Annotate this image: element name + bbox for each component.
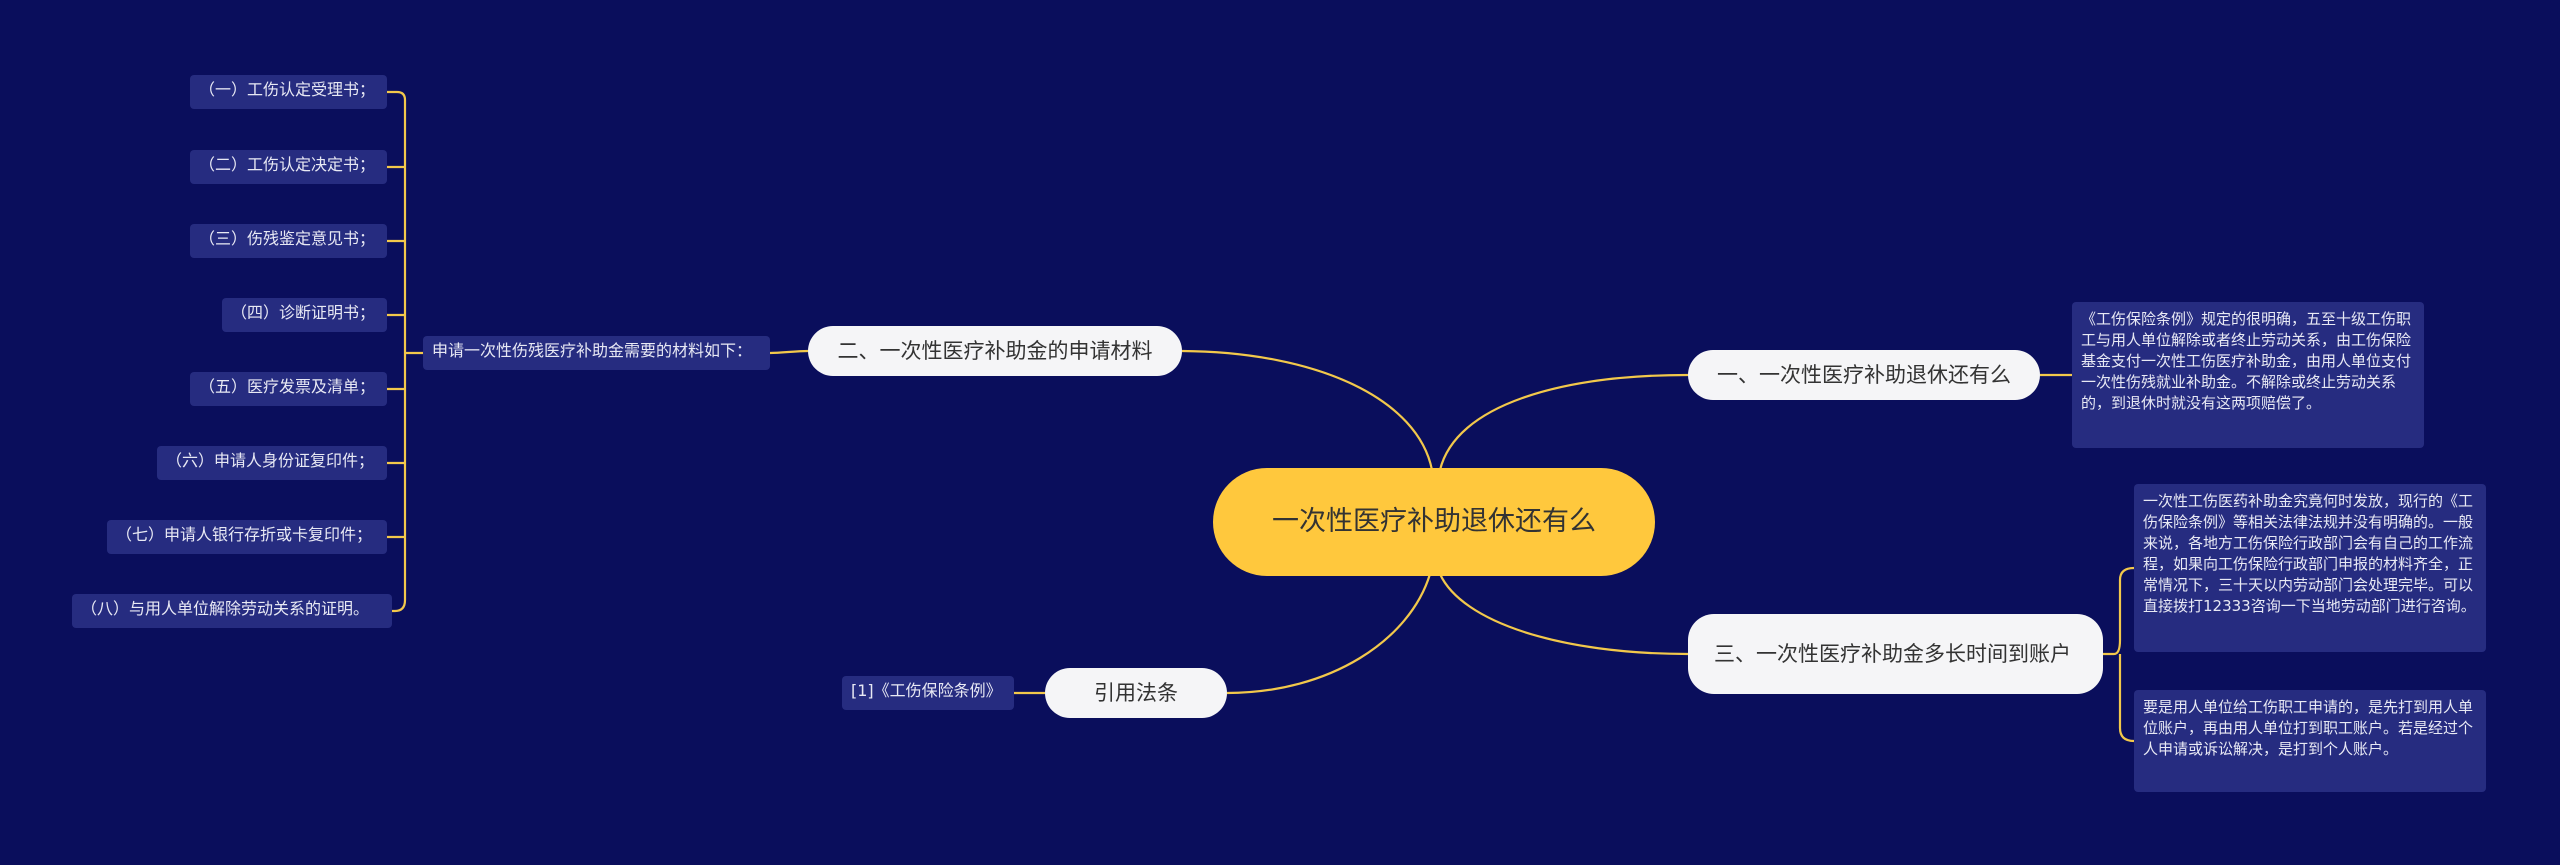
branch-retire[interactable]: 一、一次性医疗补助退休还有么	[1688, 350, 2040, 400]
materials-item-label: （三）伤残鉴定意见书；	[199, 229, 376, 248]
timing-text: 要是用人单位给工伤职工申请的，是先打到用人单位账户，再由用人单位打到职工账户。若…	[2143, 698, 2474, 758]
materials-item-label: （四）诊断证明书；	[231, 303, 376, 322]
materials-item[interactable]: （七）申请人银行存折或卡复印件；	[107, 520, 387, 554]
branch-law[interactable]: 引用法条	[1045, 668, 1227, 718]
materials-item[interactable]: （八）与用人单位解除劳动关系的证明。	[72, 594, 392, 628]
timing-text-node[interactable]: 要是用人单位给工伤职工申请的，是先打到用人单位账户，再由用人单位打到职工账户。若…	[2134, 690, 2486, 792]
root-node[interactable]: 一次性医疗补助退休还有么	[1213, 468, 1655, 576]
branch-timing[interactable]: 三、一次性医疗补助金多长时间到账户	[1688, 614, 2103, 694]
materials-item[interactable]: （六）申请人身份证复印件；	[157, 446, 387, 480]
materials-item[interactable]: （一）工伤认定受理书；	[190, 75, 387, 109]
timing-text-node[interactable]: 一次性工伤医药补助金究竟何时发放，现行的《工伤保险条例》等相关法律法规并没有明确…	[2134, 484, 2486, 652]
materials-item-label: （六）申请人身份证复印件；	[166, 451, 375, 470]
law-item-label: [1]《工伤保险条例》	[851, 681, 1002, 700]
branch-materials[interactable]: 二、一次性医疗补助金的申请材料	[808, 326, 1182, 376]
branch-law-label: 引用法条	[1094, 681, 1178, 705]
law-item[interactable]: [1]《工伤保险条例》	[842, 676, 1014, 710]
retire-text: 《工伤保险条例》规定的很明确，五至十级工伤职工与用人单位解除或者终止劳动关系，由…	[2081, 310, 2412, 412]
branch-materials-label: 二、一次性医疗补助金的申请材料	[837, 339, 1153, 363]
materials-item-label: （二）工伤认定决定书；	[199, 155, 376, 174]
materials-item-label: （七）申请人银行存折或卡复印件；	[116, 525, 373, 544]
materials-item[interactable]: （二）工伤认定决定书；	[190, 150, 387, 184]
bracket-timing	[2103, 566, 2135, 743]
link-materials-hub	[769, 349, 809, 355]
timing-text: 一次性工伤医药补助金究竟何时发放，现行的《工伤保险条例》等相关法律法规并没有明确…	[2143, 492, 2476, 615]
materials-item[interactable]: （三）伤残鉴定意见书；	[190, 224, 387, 258]
materials-hub-label: 申请一次性伤残医疗补助金需要的材料如下：	[432, 341, 753, 360]
materials-item-label: （八）与用人单位解除劳动关系的证明。	[81, 599, 370, 618]
materials-item-label: （五）医疗发票及清单；	[199, 377, 376, 396]
branch-retire-label: 一、一次性医疗补助退休还有么	[1717, 363, 2011, 387]
link-root-materials	[1181, 349, 1434, 471]
root-label: 一次性医疗补助退休还有么	[1272, 506, 1596, 537]
link-root-retire	[1438, 373, 1689, 471]
bracket-materials	[387, 90, 423, 613]
materials-item[interactable]: （五）医疗发票及清单；	[190, 372, 387, 406]
link-root-law	[1226, 573, 1432, 695]
materials-item-label: （一）工伤认定受理书；	[199, 80, 376, 99]
retire-text-node[interactable]: 《工伤保险条例》规定的很明确，五至十级工伤职工与用人单位解除或者终止劳动关系，由…	[2072, 302, 2424, 448]
materials-hub-node[interactable]: 申请一次性伤残医疗补助金需要的材料如下：	[423, 336, 770, 370]
link-root-timing	[1439, 573, 1689, 656]
materials-item[interactable]: （四）诊断证明书；	[222, 298, 387, 332]
branch-timing-label: 三、一次性医疗补助金多长时间到账户	[1714, 642, 2071, 666]
